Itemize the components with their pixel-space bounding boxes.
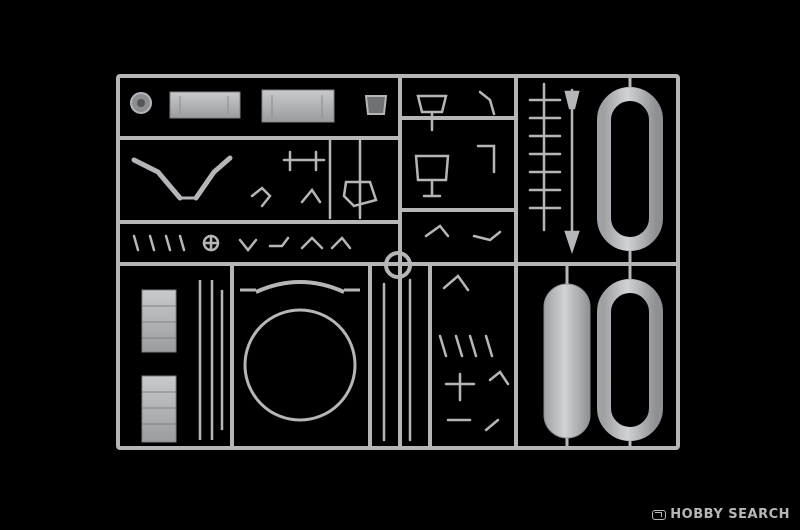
bucket-part [364, 95, 388, 115]
hobby-search-logo-icon [652, 509, 667, 520]
sprue-hub-ring [384, 251, 412, 279]
peg-parts [528, 82, 580, 254]
watermark: HOBBY SEARCH [652, 507, 790, 522]
knob-part [130, 92, 152, 114]
watermark-text: HOBBY SEARCH [670, 507, 790, 522]
box-parts [169, 89, 335, 123]
small-parts-upper [250, 138, 378, 220]
rack-parts [141, 289, 177, 443]
boat-parts [543, 76, 663, 448]
small-parts-row [132, 234, 352, 253]
small-parts-middle [382, 274, 510, 442]
arm-parts [131, 155, 233, 201]
ring-part [240, 280, 360, 422]
sprue-frame [116, 74, 680, 450]
rod-parts [198, 280, 224, 440]
small-parts-center-top [414, 90, 502, 242]
